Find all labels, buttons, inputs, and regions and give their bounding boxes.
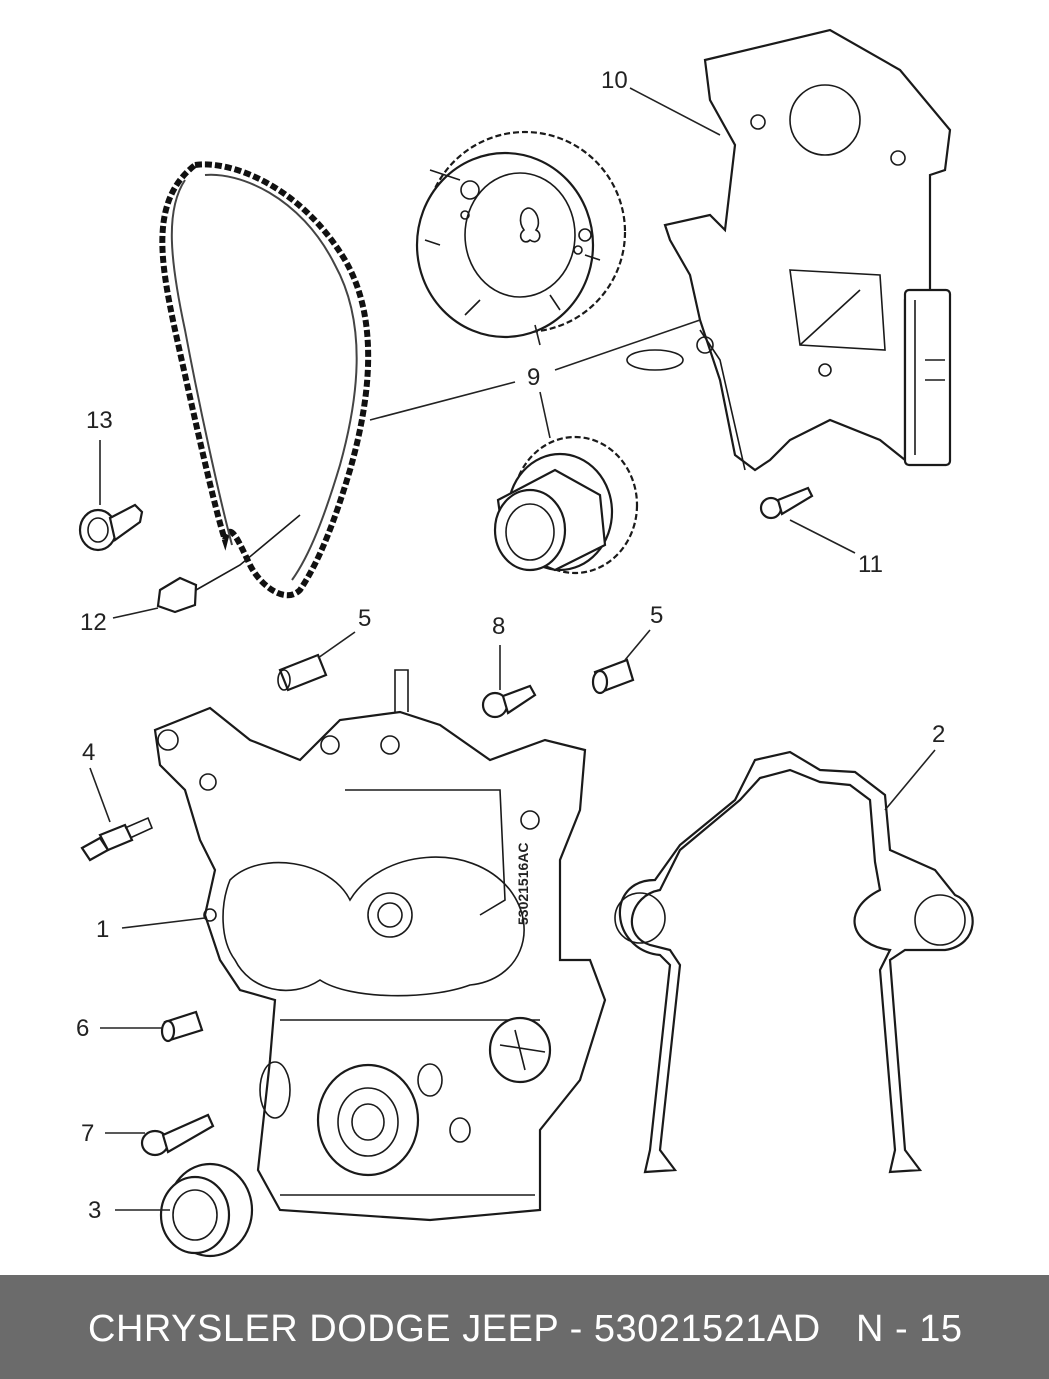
part-5-dowel-right (591, 658, 635, 695)
callout-11: 11 (858, 551, 883, 578)
callout-10: 10 (601, 67, 628, 94)
part-9-cam-sprocket (415, 130, 627, 339)
cover-part-number-text: 53021516AC (515, 842, 531, 925)
part-13-bolt (78, 503, 144, 552)
callout-5-right: 5 (650, 602, 663, 629)
part-3-crank-seal (159, 1162, 254, 1258)
exploded-parts-diagram: 53021516AC (76, 28, 974, 1258)
callout-5-left: 5 (358, 605, 371, 632)
callout-9: 9 (527, 364, 540, 391)
part-12-tensioner (156, 514, 301, 614)
footer-title: CHRYSLER DODGE JEEP - 53021521AD (88, 1308, 821, 1350)
part-9-timing-chain (159, 161, 372, 599)
part-7-bolt (140, 1113, 215, 1157)
part-2-gasket (614, 750, 974, 1174)
callout-8: 8 (492, 613, 505, 640)
leader-lines (89, 87, 936, 1211)
callout-1: 1 (96, 916, 109, 943)
callout-6: 6 (76, 1015, 89, 1042)
callout-labels: 1 2 3 4 5 5 6 7 8 9 10 11 12 13 (76, 67, 945, 1224)
callout-4: 4 (82, 739, 95, 766)
part-5-dowel-left (277, 653, 328, 692)
callout-7: 7 (81, 1120, 94, 1147)
callout-12: 12 (80, 609, 107, 636)
part-8-bolt (481, 684, 537, 719)
part-4-stud (80, 816, 154, 862)
part-9-crank-sprocket (493, 435, 639, 575)
part-1-timing-cover: 53021516AC (153, 669, 607, 1222)
part-6-dowel (160, 1010, 204, 1043)
footer-page-number: N - 15 (856, 1308, 963, 1350)
part-10-chain-guide-plate (626, 28, 952, 472)
callout-2: 2 (932, 721, 945, 748)
callout-3: 3 (88, 1197, 101, 1224)
callout-13: 13 (86, 407, 113, 434)
footer-bar: CHRYSLER DODGE JEEP - 53021521AD N - 15 (0, 1275, 1049, 1379)
part-11-bolt (759, 486, 814, 520)
